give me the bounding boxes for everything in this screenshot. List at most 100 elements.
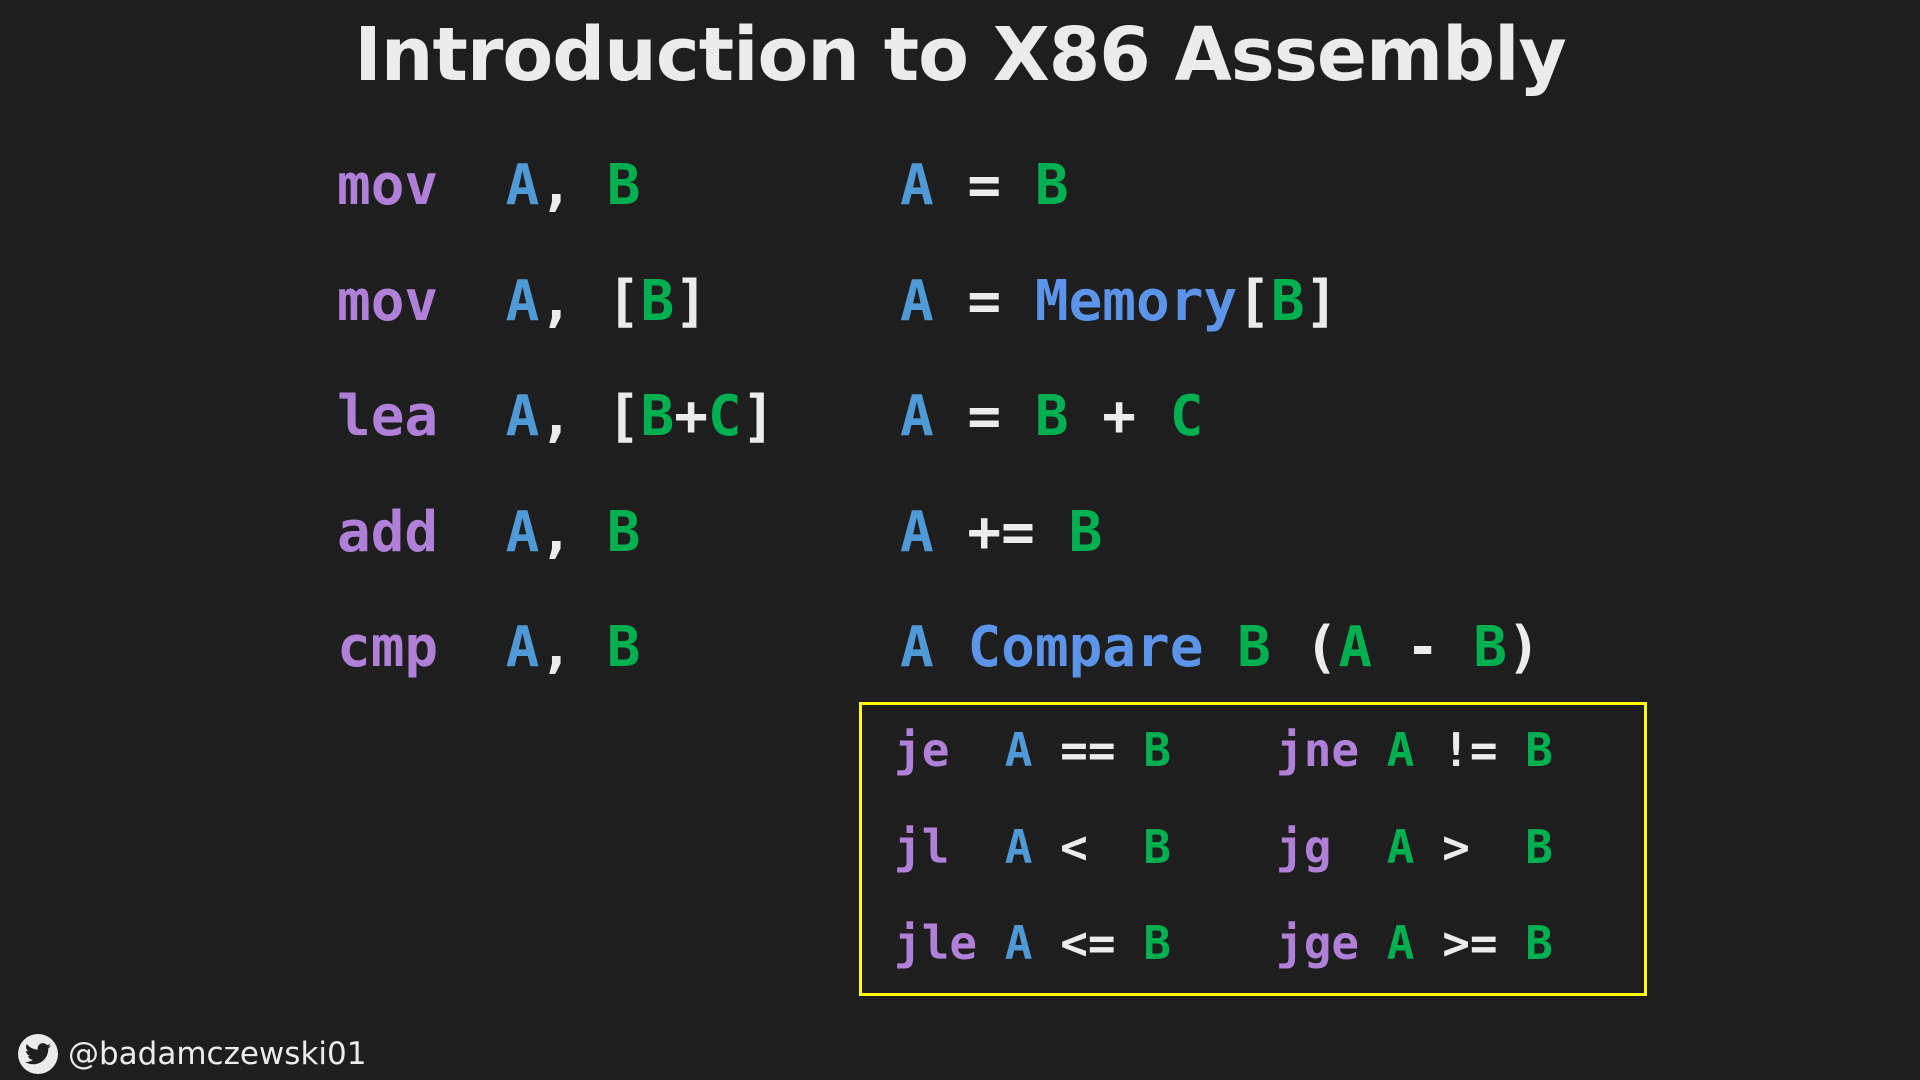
code-token: <= xyxy=(1032,916,1144,970)
code-token: , xyxy=(539,615,607,680)
code-token: Compare xyxy=(967,615,1204,680)
code-token: ] xyxy=(741,384,776,449)
code-token: A xyxy=(505,499,540,565)
code-token: B xyxy=(1068,499,1103,565)
code-token: = xyxy=(933,268,1035,334)
code-token: >= xyxy=(1414,916,1526,970)
code-token: A xyxy=(1386,819,1415,874)
mnemonic-token: add xyxy=(337,499,439,565)
code-token: ] xyxy=(674,268,708,334)
code-token: B xyxy=(1143,723,1171,777)
code-token xyxy=(1359,916,1387,970)
code-token: A xyxy=(505,153,540,218)
code-token: A xyxy=(900,499,934,565)
code-token: ) xyxy=(1506,615,1541,680)
jump-condition: je A == B xyxy=(894,720,1171,780)
instruction-syntax: cmp A, B xyxy=(337,613,640,683)
code-token: A xyxy=(1004,723,1033,777)
conditional-jumps-box xyxy=(859,702,1647,996)
instruction-syntax: add A, B xyxy=(337,498,640,568)
code-token: - xyxy=(1372,615,1474,680)
code-token: != xyxy=(1414,723,1526,777)
code-token: A xyxy=(900,384,934,449)
mnemonic-token: jl xyxy=(894,819,950,874)
instruction-meaning: A += B xyxy=(900,498,1102,568)
code-token xyxy=(438,269,505,334)
instruction-syntax: mov A, B xyxy=(337,151,640,221)
code-token xyxy=(1359,723,1387,777)
code-token xyxy=(438,615,505,680)
code-token xyxy=(438,153,505,218)
code-token: = xyxy=(933,384,1035,449)
mnemonic-token: jge xyxy=(1276,916,1360,970)
instruction-meaning: A Compare B (A - B) xyxy=(900,613,1541,683)
code-token: A xyxy=(505,384,540,449)
slide-title: Introduction to X86 Assembly xyxy=(354,12,1566,98)
code-token: B xyxy=(640,384,675,449)
footer: @badamczewski01 xyxy=(18,1034,366,1074)
code-token xyxy=(977,916,1005,970)
code-token: A xyxy=(1386,916,1415,970)
jump-condition: jl A < B xyxy=(894,817,1171,877)
mnemonic-token: je xyxy=(894,723,950,777)
code-token: Memory xyxy=(1034,268,1238,334)
mnemonic-token: cmp xyxy=(337,615,439,680)
instruction-syntax: lea A, [B+C] xyxy=(337,382,775,452)
code-token: , xyxy=(539,499,607,565)
code-token: B xyxy=(606,615,641,680)
twitter-bird-icon xyxy=(18,1034,58,1074)
code-token: A xyxy=(1004,819,1033,874)
instruction-meaning: A = Memory[B] xyxy=(900,267,1338,337)
code-token: B xyxy=(1237,615,1271,680)
code-token xyxy=(949,723,1004,777)
code-token: A xyxy=(1338,615,1373,680)
mnemonic-token: jg xyxy=(1276,819,1332,874)
code-token: B xyxy=(1143,819,1171,874)
code-token: , [ xyxy=(539,268,641,334)
instruction-meaning: A = B xyxy=(900,151,1069,221)
mnemonic-token: mov xyxy=(337,268,439,334)
code-token: C xyxy=(707,384,742,449)
code-token xyxy=(934,615,968,680)
code-token: B xyxy=(1143,916,1171,970)
code-token: B xyxy=(1270,268,1305,334)
code-token: A xyxy=(505,268,540,334)
code-token: C xyxy=(1169,384,1204,449)
code-token: A xyxy=(1004,916,1033,970)
code-token: B xyxy=(1473,615,1507,680)
code-token: B xyxy=(1525,819,1553,874)
code-token: == xyxy=(1032,723,1144,777)
mnemonic-token: lea xyxy=(337,384,439,449)
code-token: = xyxy=(933,153,1035,218)
code-token: A xyxy=(900,615,934,680)
mnemonic-token: jle xyxy=(894,916,978,970)
jump-condition: jne A != B xyxy=(1276,720,1553,780)
code-token: B xyxy=(1034,153,1069,218)
code-token xyxy=(1203,615,1237,680)
code-token: A xyxy=(900,268,934,334)
code-token: += xyxy=(933,499,1069,565)
code-token: + xyxy=(1068,384,1170,449)
code-token xyxy=(949,820,1004,874)
code-token: B xyxy=(606,153,641,218)
instruction-syntax: mov A, [B] xyxy=(337,267,708,337)
code-token: B xyxy=(640,268,675,334)
code-token xyxy=(438,384,505,449)
code-token: , [ xyxy=(539,384,641,449)
code-token xyxy=(1331,820,1386,874)
code-token: B xyxy=(1034,384,1069,449)
code-token: A xyxy=(1386,723,1415,777)
jump-condition: jg A > B xyxy=(1276,817,1553,877)
jump-condition: jge A >= B xyxy=(1276,913,1553,973)
code-token: [ xyxy=(1237,268,1271,334)
mnemonic-token: jne xyxy=(1276,723,1360,777)
jump-condition: jle A <= B xyxy=(894,913,1171,973)
code-token: A xyxy=(505,615,540,680)
twitter-handle: @badamczewski01 xyxy=(68,1036,367,1072)
code-token: + xyxy=(674,384,708,449)
code-token: A xyxy=(900,153,934,218)
code-token: ( xyxy=(1270,615,1339,680)
instruction-meaning: A = B + C xyxy=(900,382,1203,452)
code-token: < xyxy=(1032,819,1144,874)
code-token: , xyxy=(539,153,607,218)
